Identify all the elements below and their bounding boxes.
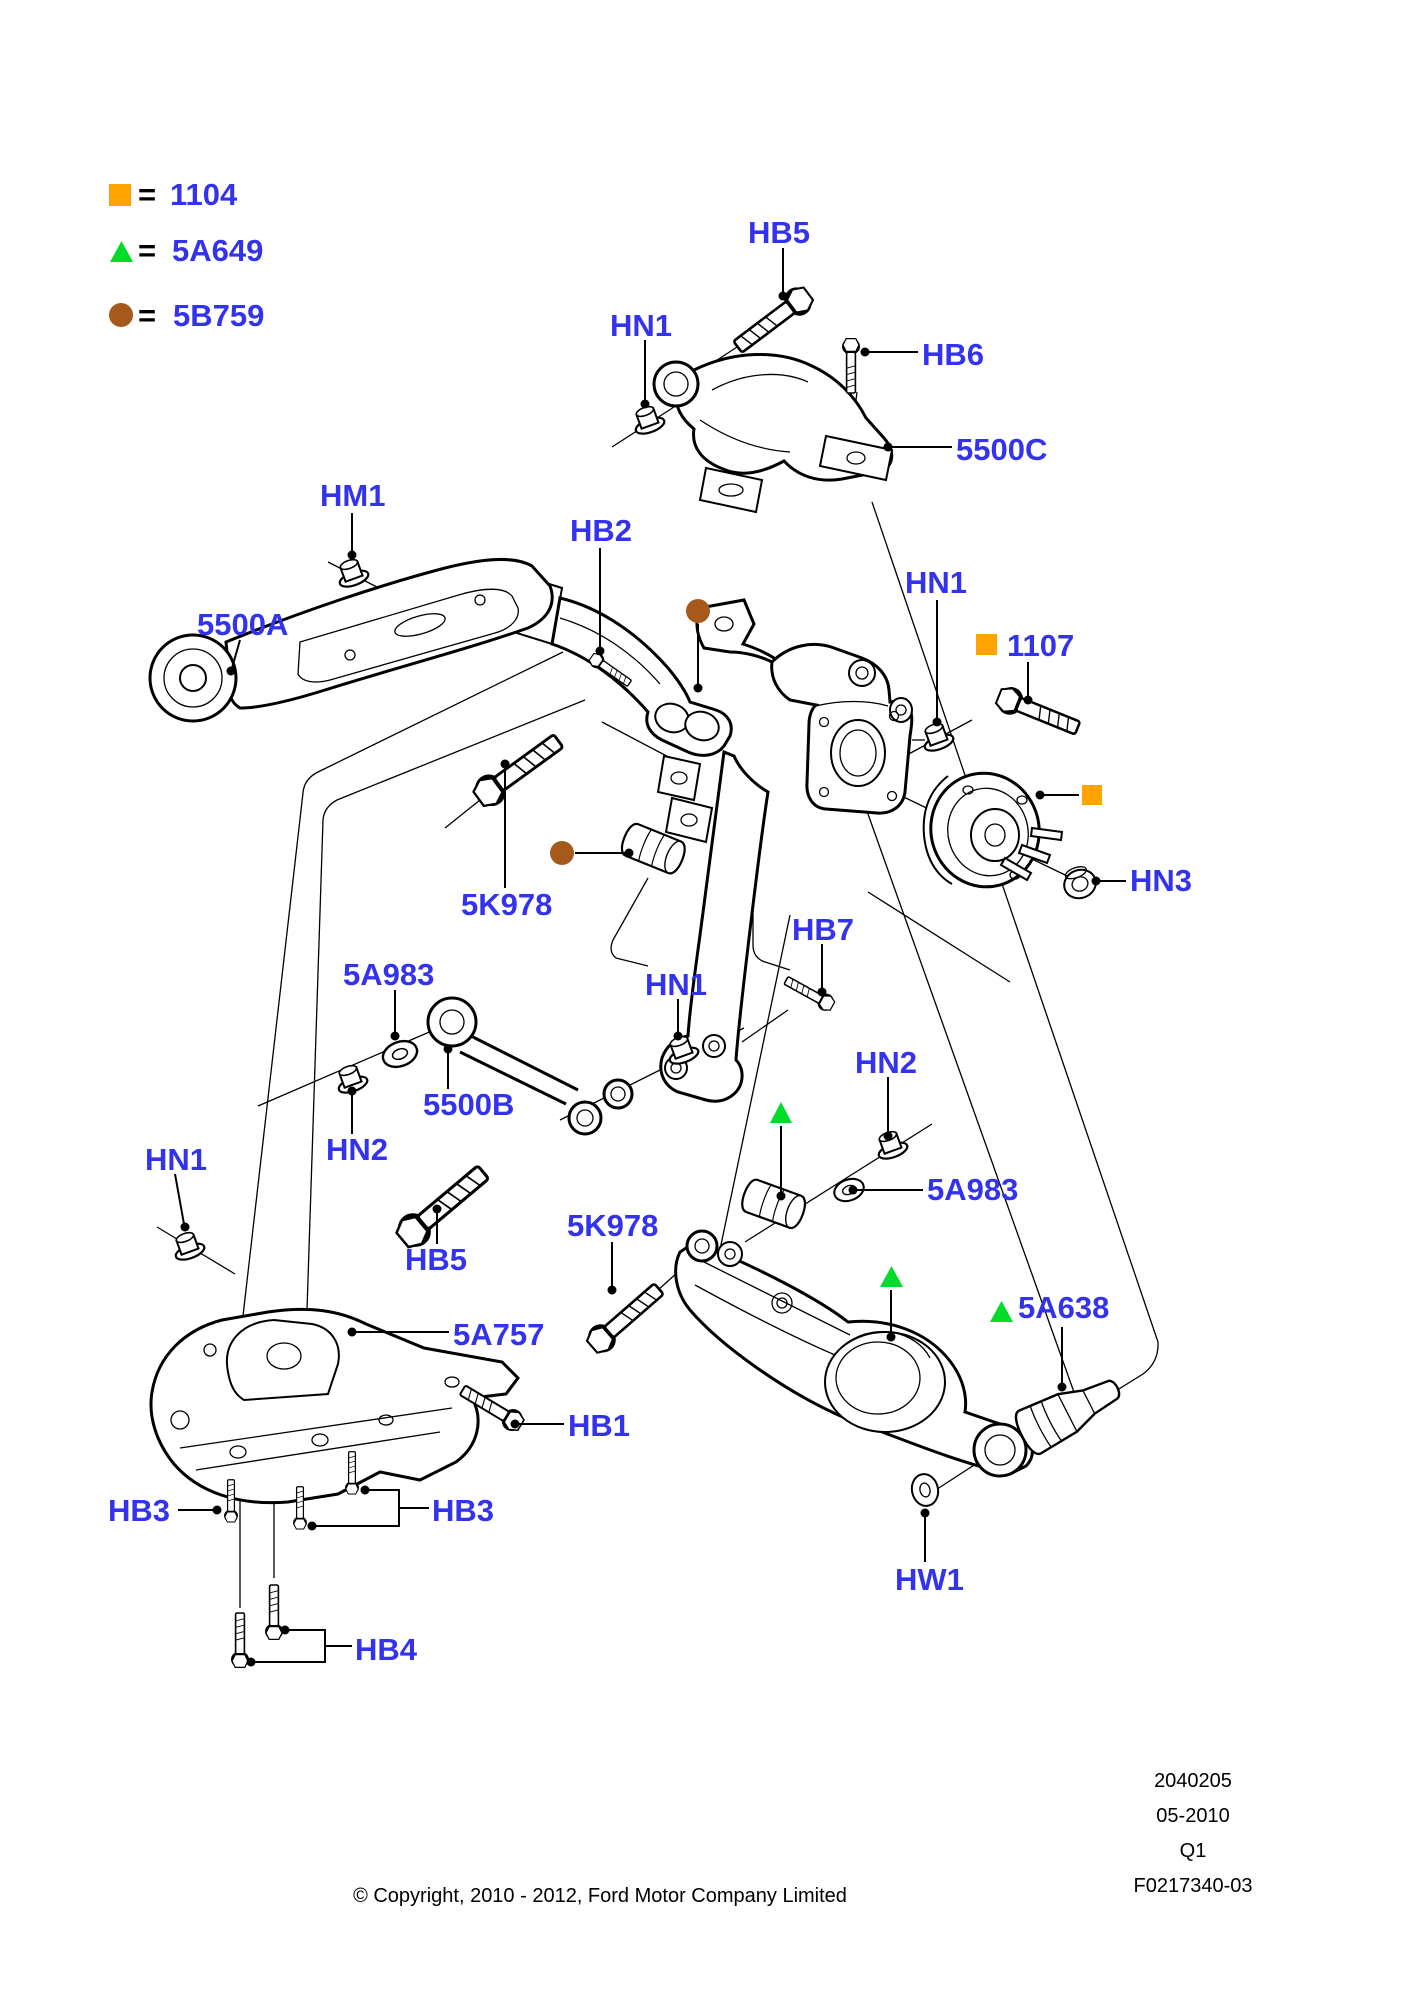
orange-square-marker-1107 bbox=[976, 634, 997, 655]
part-label-5k978-a: 5K978 bbox=[461, 887, 552, 922]
hb6-bolt bbox=[842, 337, 860, 394]
legend-equals-2: = bbox=[138, 233, 156, 268]
part-label-hn1-right: HN1 bbox=[905, 565, 967, 600]
bushing-5a638 bbox=[1014, 1379, 1121, 1456]
5a983-washer-a bbox=[378, 1035, 422, 1073]
5k978-bolt-a bbox=[468, 727, 569, 813]
part-label-1107: 1107 bbox=[1007, 628, 1074, 663]
part-label-5500c: 5500C bbox=[956, 432, 1047, 467]
part-upper-arm-5500c bbox=[652, 353, 894, 514]
hn1-nut-left bbox=[168, 1227, 208, 1264]
part-label-5a638: 5A638 bbox=[1018, 1290, 1109, 1325]
part-trailing-arm-5500a bbox=[148, 558, 564, 723]
brown-circle-marker-lower bbox=[550, 841, 574, 865]
legend-circle-icon bbox=[109, 303, 133, 327]
green-triangle-marker-bushing bbox=[770, 1102, 792, 1123]
green-triangle-marker-arm bbox=[880, 1266, 903, 1287]
footer-date: 05-2010 bbox=[1156, 1805, 1229, 1827]
part-label-hb6: HB6 bbox=[922, 337, 984, 372]
5k978-bolt-b bbox=[582, 1277, 669, 1359]
footer: 2040205 05-2010 Q1 F0217340-03 © Copyrig… bbox=[353, 1770, 1252, 1907]
bushing-5a649-target bbox=[737, 1176, 810, 1232]
hb5-top-bolt bbox=[728, 281, 818, 359]
hb7-bolt bbox=[781, 972, 838, 1014]
part-label-5k978-b: 5K978 bbox=[567, 1208, 658, 1243]
green-triangle-marker-5a638 bbox=[990, 1301, 1013, 1322]
part-label-hb1: HB1 bbox=[568, 1408, 630, 1443]
part-label-hb5-b: HB5 bbox=[405, 1242, 467, 1277]
part-label-hb2: HB2 bbox=[570, 513, 632, 548]
footer-quarter: Q1 bbox=[1180, 1840, 1207, 1862]
legend-code-5a649: 5A649 bbox=[172, 233, 263, 268]
part-label-5a983-b: 5A983 bbox=[927, 1172, 1018, 1207]
legend-code-1104: 1104 bbox=[170, 177, 238, 212]
part-label-hn1-mid: HN1 bbox=[645, 967, 707, 1002]
hb4-bolt-2 bbox=[265, 1584, 283, 1641]
part-label-5a757: 5A757 bbox=[453, 1317, 544, 1352]
orange-square-marker-hub bbox=[1082, 785, 1102, 805]
part-label-5500a: 5500A bbox=[197, 607, 288, 642]
part-label-hb7: HB7 bbox=[792, 912, 854, 947]
part-label-hn1-top: HN1 bbox=[610, 308, 672, 343]
leader-lines bbox=[174, 248, 1126, 1667]
hb5-bolt-b bbox=[390, 1158, 496, 1254]
part-label-hn1-left: HN1 bbox=[145, 1142, 207, 1177]
part-bracket-5a757 bbox=[149, 1307, 520, 1505]
hw1-washer bbox=[910, 1473, 940, 1507]
part-lower-arm bbox=[674, 1176, 1121, 1507]
part-label-hm1: HM1 bbox=[320, 478, 385, 513]
part-label-5a983-a: 5A983 bbox=[343, 957, 434, 992]
footer-copyright: © Copyright, 2010 - 2012, Ford Motor Com… bbox=[353, 1885, 847, 1907]
legend-square-icon bbox=[109, 184, 131, 206]
part-knuckle bbox=[550, 596, 925, 1103]
legend-code-5b759: 5B759 bbox=[173, 298, 264, 333]
part-label-hb3-b: HB3 bbox=[432, 1493, 494, 1528]
hb4-bolt-1 bbox=[231, 1612, 249, 1669]
part-hub-bearing bbox=[922, 771, 1097, 900]
brown-circle-marker-upper bbox=[686, 599, 710, 623]
hm1-nut bbox=[332, 554, 372, 591]
part-label-5500b: 5500B bbox=[423, 1087, 514, 1122]
legend-equals-3: = bbox=[138, 298, 156, 333]
legend-triangle-icon bbox=[110, 241, 133, 262]
labels: HB5 HN1 HB6 5500C HM1 HB2 5500A HN1 1107… bbox=[108, 215, 1192, 1667]
part-toe-link-5500b bbox=[426, 820, 690, 1136]
part-label-hw1: HW1 bbox=[895, 1562, 964, 1597]
part-label-hn3: HN3 bbox=[1130, 863, 1192, 898]
part-label-hb3-a: HB3 bbox=[108, 1493, 170, 1528]
part-label-hn2-a: HN2 bbox=[326, 1132, 388, 1167]
legend: = 1104 = 5A649 = 5B759 bbox=[109, 177, 264, 333]
footer-doc-number: 2040205 bbox=[1154, 1770, 1232, 1792]
part-label-hb5-top: HB5 bbox=[748, 215, 810, 250]
wheel-bolt-1107 bbox=[992, 683, 1084, 742]
footer-figure-code: F0217340-03 bbox=[1134, 1875, 1253, 1897]
markers bbox=[550, 599, 1102, 1322]
legend-equals-1: = bbox=[138, 177, 156, 212]
part-label-hb4: HB4 bbox=[355, 1632, 418, 1667]
part-label-hn2-b: HN2 bbox=[855, 1045, 917, 1080]
